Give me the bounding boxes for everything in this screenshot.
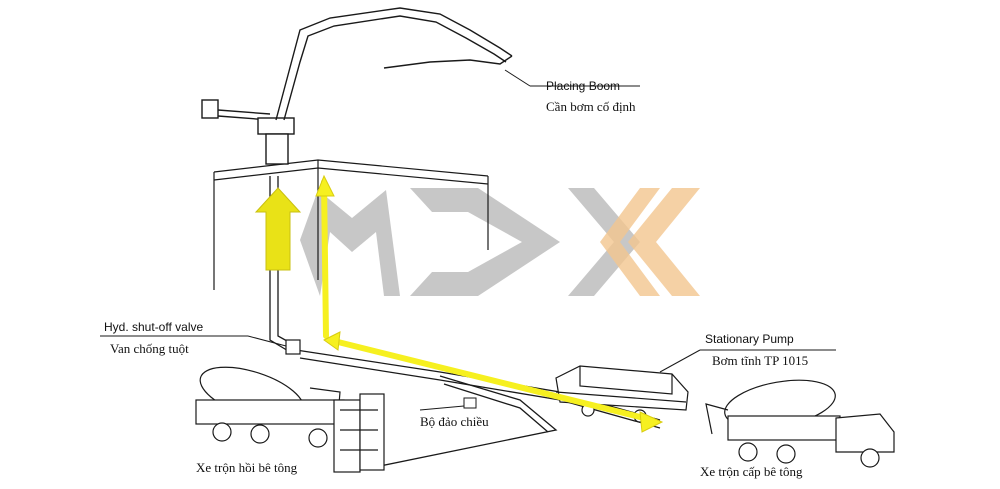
stationary-pump-label-en: Stationary Pump [705, 332, 794, 346]
boom-mast [265, 133, 289, 165]
reverser-tower [333, 393, 385, 473]
shutoff-valve-label-en: Hyd. shut-off valve [104, 320, 204, 334]
watermark-d [410, 188, 560, 296]
return-mixer-label: Xe trộn hồi bê tông [196, 460, 298, 475]
boom-counterweight [201, 99, 219, 119]
boom-turret [257, 117, 295, 135]
watermark-x-gray [568, 188, 640, 296]
supply-mixer-truck [705, 379, 895, 468]
placing-boom-label-vi: Cần bơm cố định [546, 99, 636, 114]
flow-arrows [254, 174, 664, 433]
return-mixer-truck [195, 366, 345, 448]
placing-boom-label-en: Placing Boom [546, 79, 621, 93]
shutoff-valve-label-vi: Van chống tuột [110, 341, 189, 356]
placing-boom [201, 7, 640, 165]
flow-arrow-up [254, 187, 302, 271]
watermark-x-orange [600, 188, 700, 296]
supply-mixer-label: Xe trộn cấp bê tông [700, 464, 803, 479]
leader-lines [419, 397, 477, 411]
building [213, 159, 489, 290]
flow-arrow-path [321, 179, 655, 423]
reverser-label: Bộ đảo chiều [420, 414, 489, 429]
watermark-logo [300, 188, 700, 296]
stationary-pump-label-vi: Bơm tĩnh TP 1015 [712, 353, 809, 368]
shutoff-valve [100, 335, 301, 355]
reverser-block [463, 397, 477, 409]
watermark-m [300, 190, 400, 296]
